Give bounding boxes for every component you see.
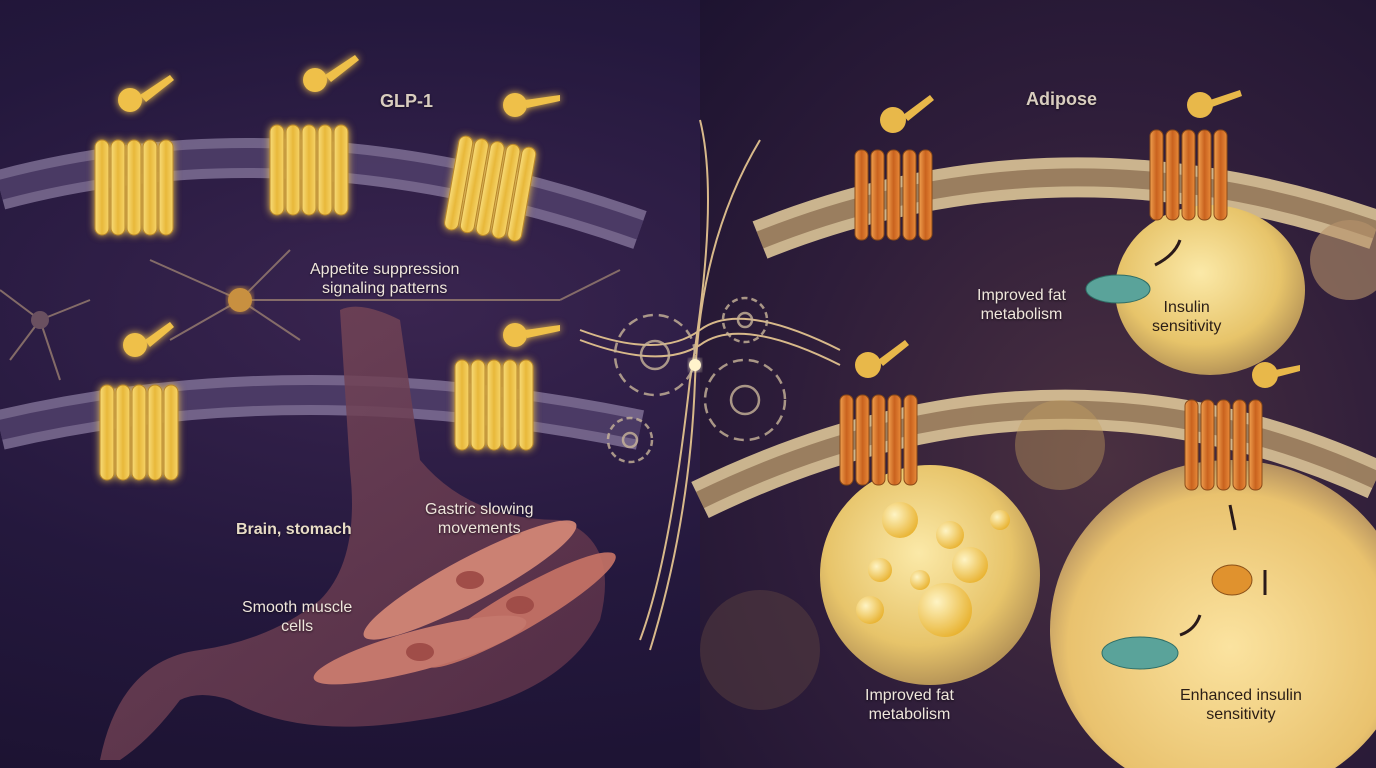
appetite-label: Appetite suppression signaling patterns (310, 261, 460, 297)
teal-molecule-top (1085, 274, 1151, 304)
adipose-title: Adipose (1026, 89, 1098, 109)
brain-stomach-label: Brain, stomach (236, 521, 352, 538)
gear-icons (606, 296, 787, 464)
gastric-label: Gastric slowing movements (425, 501, 534, 537)
insulin-sensitivity-bottom-label: Enhanced insulin sensitivity (1180, 687, 1302, 723)
signal-lines (579, 119, 841, 651)
insulin-sensitivity-top-label: Insulin sensitivity (1152, 299, 1222, 335)
fat-metabolism-bottom-label: Improved fat metabolism (865, 687, 954, 723)
key-icons (118, 55, 560, 357)
fat-cell-bottom-left (820, 465, 1040, 685)
arrows (1154, 239, 1267, 637)
adipose-key-icons (855, 90, 1300, 388)
glp1-receptors (94, 124, 537, 481)
fat-cell-top (1115, 205, 1305, 375)
fat-cell-bottom-right (1050, 460, 1376, 768)
fat-metabolism-top-label: Improved fat metabolism (977, 287, 1066, 323)
orange-molecule (1211, 564, 1253, 596)
smooth-muscle-cells (313, 520, 616, 685)
teal-molecule-bottom (1101, 636, 1179, 670)
neuron (0, 249, 621, 381)
smooth-muscle-label: Smooth muscle cells (242, 599, 353, 635)
adipose-receptors (839, 129, 1263, 491)
glp1-title: GLP-1 (380, 91, 434, 111)
